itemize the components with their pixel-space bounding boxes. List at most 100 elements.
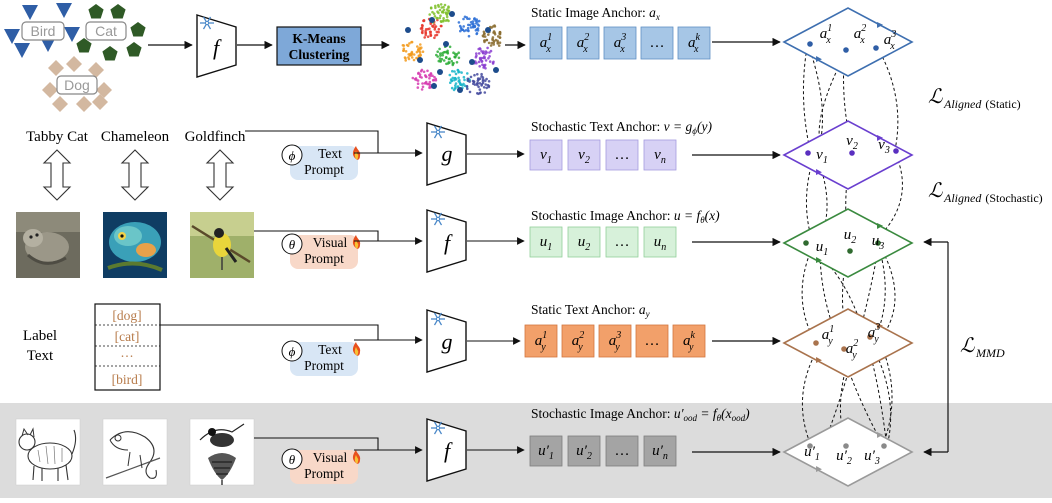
dog-cluster-diamonds — [42, 56, 112, 112]
encoder-f-label: f — [213, 35, 222, 60]
cat-cluster-label-box — [85, 21, 127, 41]
svg-text:a3y: a3y — [609, 330, 622, 353]
svg-text:a2x: a2x — [854, 23, 867, 46]
class-name-chameleon: Chameleon — [101, 129, 170, 145]
svg-text:u1: u1 — [540, 234, 553, 253]
svg-text:a2x: a2x — [577, 32, 590, 55]
svg-text:a1x: a1x — [540, 32, 553, 55]
chameleon-photo — [103, 212, 167, 278]
svg-text:a3x: a3x — [884, 29, 897, 52]
label-item-bird: [bird] — [112, 372, 143, 387]
text-encoder-g-static: g — [426, 309, 467, 373]
svg-text:u′n: u′n — [652, 443, 668, 462]
stochastic-text-token-4: vn — [643, 139, 677, 171]
snowflake-icon — [431, 421, 445, 435]
loss-aligned-stochastic-label: Aligned(Stochastic) — [943, 191, 1043, 205]
label-text-line1: Label — [23, 328, 57, 344]
stochastic-text-diamond-point-1: v1 — [816, 147, 828, 166]
kmeans-clustering-box: K-Means Clustering — [276, 26, 362, 66]
encoder-f-label: f — [444, 438, 453, 463]
cat-sketch-image — [15, 418, 81, 486]
bird-cluster-triangles — [4, 3, 80, 58]
svg-text:Text: Text — [318, 146, 342, 161]
mmd-bracket — [923, 237, 949, 457]
svg-text:…: … — [615, 147, 630, 163]
stochastic-image-diamond-point-1: u1 — [816, 239, 829, 258]
image-encoder-f-ood: f — [426, 418, 467, 482]
svg-text:u2: u2 — [578, 234, 591, 253]
svg-text:u1: u1 — [816, 239, 829, 258]
dog-cluster-label-box — [56, 75, 98, 95]
chameleon-sketch-image — [102, 418, 168, 486]
svg-text:Prompt: Prompt — [304, 358, 344, 373]
svg-text:…: … — [615, 443, 630, 459]
svg-text:a3x: a3x — [614, 32, 627, 55]
loss-mmd: ℒ MMD — [960, 335, 1005, 360]
svg-text:v1: v1 — [816, 147, 828, 166]
ood-image-diamond-point-1: u′1 — [804, 444, 820, 463]
svg-text:vn: vn — [654, 147, 666, 166]
svg-text:u′2: u′2 — [576, 443, 592, 462]
stochastic-text-token-1: v1 — [529, 139, 563, 171]
loss-script-symbol: ℒ — [928, 180, 943, 202]
dog-cluster-label: Dog — [64, 77, 90, 93]
stochastic-text-token-2: v2 — [567, 139, 601, 171]
cat-cluster-pentagons — [76, 4, 146, 61]
ood-image-token-2: u′2 — [567, 435, 601, 467]
fire-icon — [352, 342, 361, 356]
svg-text:Visual: Visual — [313, 450, 348, 465]
svg-text:a3y: a3y — [868, 322, 881, 345]
svg-text:θ: θ — [289, 452, 296, 467]
label-item-dog: [dog] — [112, 308, 141, 323]
stochastic-image-token-1: u1 — [529, 226, 563, 258]
svg-text:u′1: u′1 — [804, 444, 820, 463]
static-text-anchor-title: Static Text Anchor: ay — [531, 302, 650, 319]
svg-text:ϕ: ϕ — [289, 344, 296, 359]
stochastic-text-anchor-tokens: v1 v2 … vn — [529, 139, 677, 171]
svg-text:v3: v3 — [878, 137, 890, 156]
loss-aligned-static-label: Aligned(Static) — [943, 97, 1021, 111]
stochastic-image-diamond-point-3: u3 — [872, 233, 885, 252]
svg-text:Text: Text — [318, 342, 342, 357]
class-to-image-double-arrows — [42, 149, 235, 201]
svg-text:…: … — [645, 333, 660, 349]
svg-text:v2: v2 — [578, 147, 590, 166]
encoder-g-label: g — [442, 329, 453, 354]
fire-icon — [352, 235, 361, 249]
svg-text:un: un — [654, 234, 667, 253]
svg-text:u′1: u′1 — [538, 443, 554, 462]
goldfinch-sketch-image — [189, 418, 255, 486]
ood-image-anchor-tokens: u′1 u′2 … u′n — [529, 435, 677, 467]
svg-text:ϕ: ϕ — [289, 148, 296, 163]
svg-text:Prompt: Prompt — [304, 251, 344, 266]
svg-text:aky: aky — [683, 330, 696, 353]
svg-text:a1y: a1y — [535, 330, 548, 353]
bird-cluster-label: Bird — [31, 23, 56, 39]
snowflake-icon — [431, 125, 445, 139]
static-image-token-4: … — [640, 26, 674, 60]
cat-cluster-label: Cat — [95, 23, 117, 39]
class-name-goldfinch: Goldfinch — [185, 129, 246, 145]
ood-image-diamond-point-2: u′2 — [836, 448, 852, 467]
stochastic-image-token-2: u2 — [567, 226, 601, 258]
svg-text:Visual: Visual — [313, 235, 348, 250]
ood-image-token-3: … — [605, 435, 639, 467]
encoder-g-label: g — [442, 141, 453, 166]
label-text-line2: Text — [27, 348, 54, 364]
tsne-scatter-plot — [392, 2, 502, 96]
